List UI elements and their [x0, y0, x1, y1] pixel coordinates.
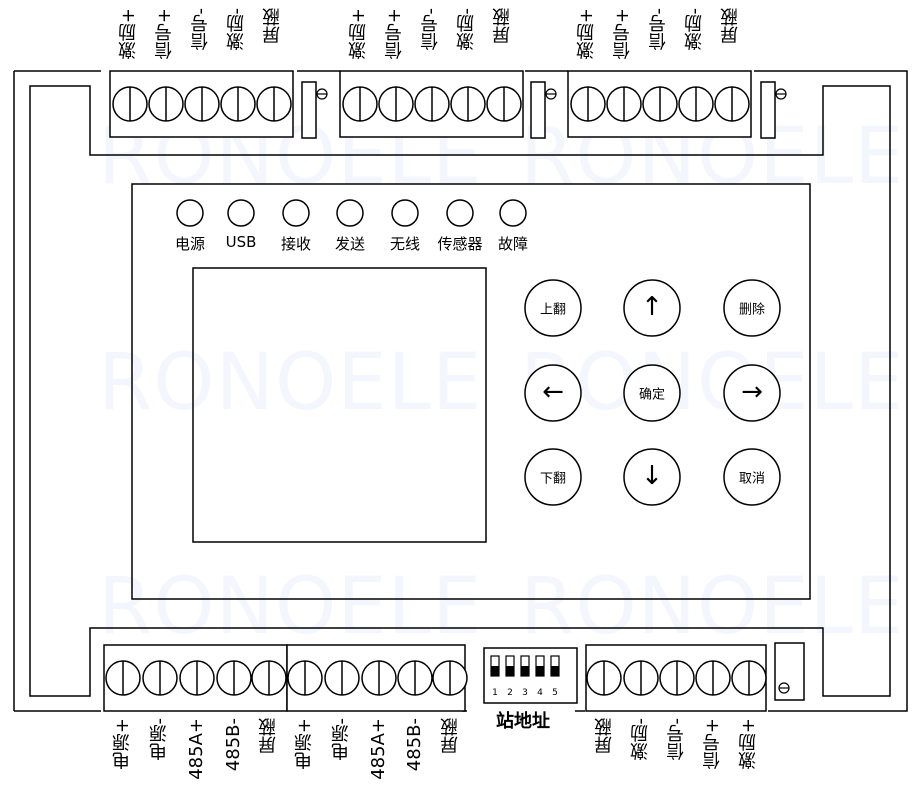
watermark: RONOELE	[98, 338, 483, 428]
terminal-label-bottom: 信号-	[666, 718, 687, 761]
terminal-label-bottom: 485B-	[223, 718, 244, 772]
terminal-label-top: 激励-	[226, 8, 247, 51]
terminal-label-bottom: 485A+	[186, 718, 207, 780]
led-label-usb: USB	[225, 233, 257, 251]
led-label-power: 电源	[174, 235, 206, 253]
terminal-label-bottom: 485B-	[404, 718, 425, 772]
terminal-label-top: 激励+	[118, 8, 139, 60]
led-label-fault: 故障	[497, 235, 529, 253]
watermark: RONOELE	[520, 562, 905, 652]
terminal-label-top: 信号-	[190, 8, 211, 51]
mount-tab	[301, 81, 317, 139]
led-indicator	[176, 199, 204, 227]
terminal-label-bottom: 电源-	[331, 718, 352, 761]
led-indicator	[282, 199, 310, 227]
keypad-key	[623, 448, 681, 506]
terminal-label-top: 激励-	[456, 8, 477, 51]
watermark: RONOELE	[520, 338, 905, 428]
right-arrow-button[interactable]: →	[741, 376, 763, 407]
terminal-label-bottom: 电源+	[112, 718, 133, 770]
led-label-sensor: 传感器	[437, 235, 483, 253]
dip-number: 3	[522, 688, 528, 698]
terminal-label-bottom: 485A+	[368, 718, 389, 780]
terminal-label-top: 信号+	[612, 8, 633, 60]
led-indicator	[391, 199, 419, 227]
terminal-label-bottom: 屏蔽	[258, 718, 279, 754]
inner-rail	[29, 85, 891, 697]
lcd-screen	[192, 267, 487, 543]
dip-switch-toggle	[491, 666, 499, 676]
terminal-label-bottom: 电源-	[149, 718, 170, 761]
keypad-key	[524, 448, 582, 506]
keypad-key	[723, 279, 781, 337]
left-arrow-button[interactable]: ←	[542, 376, 564, 407]
mount-tab	[774, 642, 805, 701]
terminal-label-top: 屏蔽	[492, 8, 513, 44]
led-indicator	[336, 199, 364, 227]
terminal-label-bottom: 屏蔽	[440, 718, 461, 754]
mount-tab	[760, 81, 776, 139]
keypad-key	[623, 279, 681, 337]
dip-switch-toggle	[506, 666, 514, 676]
keypad-key	[723, 448, 781, 506]
terminal-label-bottom: 电源+	[294, 718, 315, 770]
terminal-label-top: 信号+	[154, 8, 175, 60]
terminal-label-bottom: 激励-	[630, 718, 651, 761]
down-arrow-button[interactable]: ↓	[641, 460, 663, 491]
terminal-label-bottom: 信号+	[702, 718, 723, 770]
confirm-button[interactable]: 确定	[638, 387, 666, 403]
led-label-wireless: 无线	[389, 235, 421, 253]
dip-switch-toggle	[521, 666, 529, 676]
led-indicator	[499, 199, 527, 227]
led-indicator	[227, 199, 255, 227]
led-label-send: 发送	[334, 235, 366, 253]
terminal-label-top: 激励+	[348, 8, 369, 60]
front-panel	[131, 183, 811, 600]
delete-button[interactable]: 删除	[738, 302, 766, 318]
page-down-button[interactable]: 下翻	[539, 471, 567, 487]
terminal-label-top: 屏蔽	[720, 8, 741, 44]
keypad-key	[723, 364, 781, 422]
page-up-button[interactable]: 上翻	[539, 302, 567, 318]
dip-number: 2	[507, 688, 513, 698]
dip-number: 5	[552, 688, 558, 698]
dip-switch-toggle	[536, 666, 544, 676]
terminal-label-top: 信号-	[420, 8, 441, 51]
station-address-label: 站地址	[496, 711, 550, 732]
terminal-label-top: 屏蔽	[262, 8, 283, 44]
keypad-key	[524, 279, 582, 337]
watermark: RONOELE	[98, 562, 483, 652]
keypad-key	[524, 364, 582, 422]
terminal-label-top: 激励-	[684, 8, 705, 51]
dip-number: 4	[537, 688, 543, 698]
mount-tab	[530, 81, 546, 139]
outer-housing-edge	[14, 70, 908, 712]
dip-switch-toggle	[551, 666, 559, 676]
terminal-label-top: 信号+	[384, 8, 405, 60]
led-label-receive: 接收	[280, 235, 312, 253]
terminal-label-bottom: 激励+	[738, 718, 759, 770]
dip-number: 1	[492, 688, 498, 698]
up-arrow-button[interactable]: ↑	[641, 291, 663, 322]
keypad-key	[623, 364, 681, 422]
cancel-button[interactable]: 取消	[738, 471, 766, 487]
terminal-label-top: 激励+	[576, 8, 597, 60]
terminal-label-bottom: 屏蔽	[594, 718, 615, 754]
led-indicator	[446, 199, 474, 227]
terminal-label-top: 信号-	[648, 8, 669, 51]
